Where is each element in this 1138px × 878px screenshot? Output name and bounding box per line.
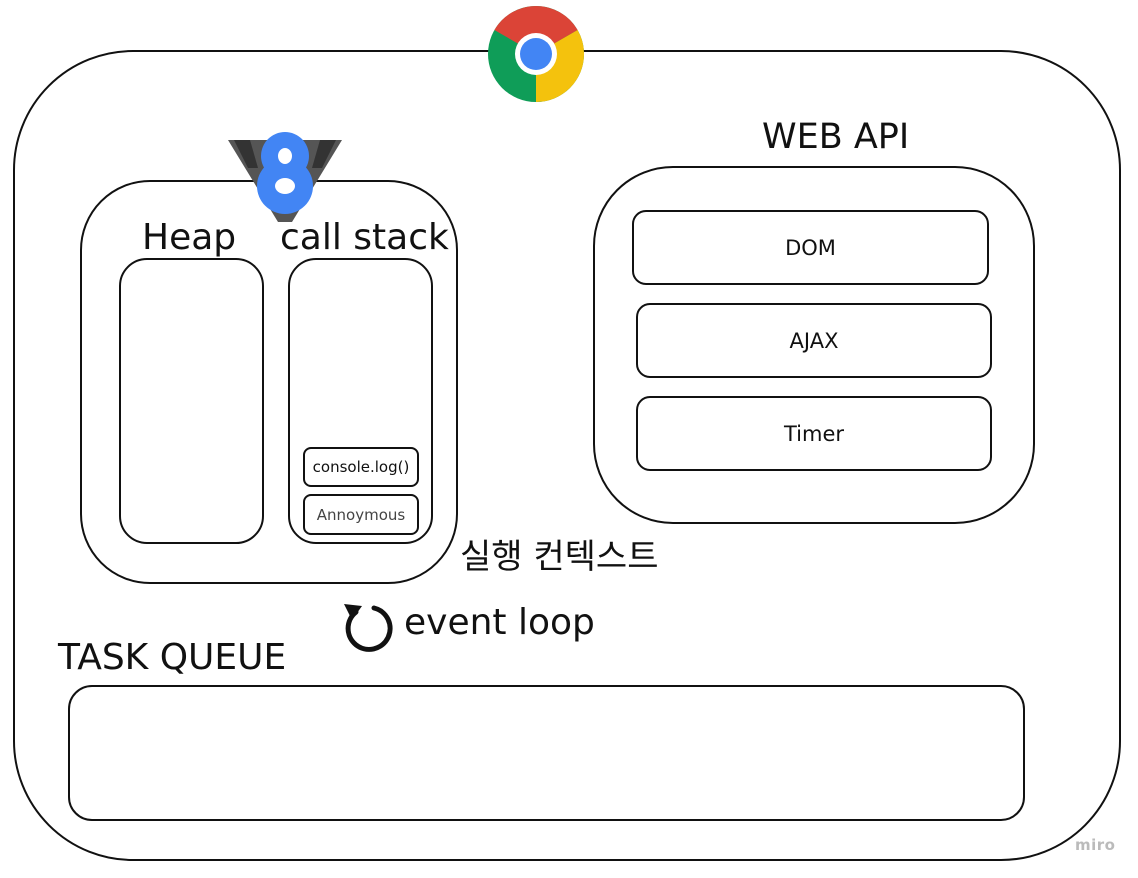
web-api-item-dom: DOM bbox=[632, 210, 989, 285]
heap-box bbox=[119, 258, 264, 544]
call-stack-box bbox=[288, 258, 433, 544]
stack-frame-anonymous: Annoymous bbox=[303, 494, 419, 535]
v8-logo-icon bbox=[228, 132, 342, 222]
chrome-logo-icon bbox=[488, 5, 585, 103]
call-stack-label: call stack bbox=[280, 217, 449, 258]
task-queue-box bbox=[68, 685, 1025, 821]
execution-context-label: 실행 컨텍스트 bbox=[460, 537, 659, 577]
web-api-item-label: DOM bbox=[785, 235, 836, 260]
heap-label: Heap bbox=[142, 217, 237, 258]
web-api-item-timer: Timer bbox=[636, 396, 992, 471]
stack-frame-label: console.log() bbox=[312, 458, 410, 476]
task-queue-title: TASK QUEUE bbox=[58, 637, 287, 678]
stack-frame-label: Annoymous bbox=[316, 505, 406, 524]
web-api-container bbox=[593, 166, 1035, 524]
event-loop-label: event loop bbox=[404, 602, 595, 643]
miro-watermark: miro bbox=[1075, 836, 1116, 854]
web-api-item-label: AJAX bbox=[789, 328, 839, 353]
refresh-arrow-icon bbox=[344, 604, 393, 652]
web-api-title: WEB API bbox=[762, 117, 910, 157]
web-api-item-ajax: AJAX bbox=[636, 303, 992, 378]
stack-frame-console-log: console.log() bbox=[303, 447, 419, 487]
web-api-item-label: Timer bbox=[783, 421, 845, 446]
